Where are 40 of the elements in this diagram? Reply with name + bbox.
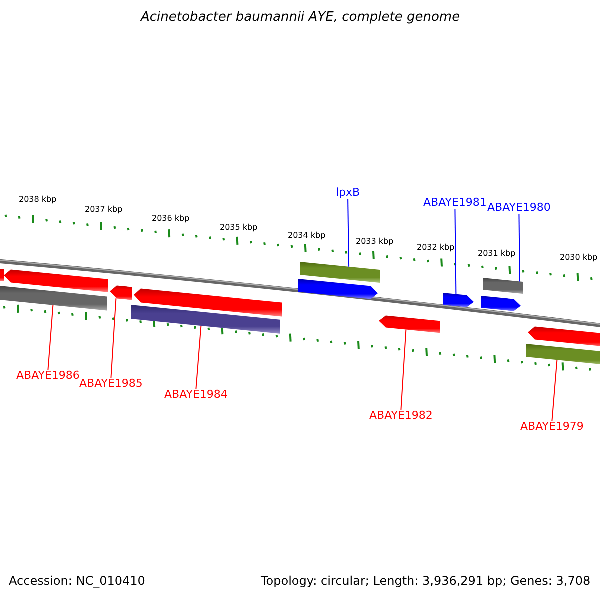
gene-label: ABAYE1982 [370, 410, 433, 422]
scale-label: 2037 kbp [85, 206, 123, 214]
gene-feature [481, 296, 521, 312]
leader-line [400, 329, 407, 410]
leader-line [454, 208, 457, 295]
gene-label: ABAYE1985 [80, 378, 143, 390]
gene-label: lpxB [336, 187, 360, 200]
scale-label: 2035 kbp [220, 224, 258, 232]
accession-text: Accession: NC_010410 [9, 574, 146, 588]
gene-label: ABAYE1981 [424, 197, 487, 210]
gene-label: ABAYE1980 [488, 202, 551, 214]
leader-line [110, 298, 117, 378]
gene-bar [526, 344, 600, 366]
leader-line [552, 360, 558, 422]
genome-info-text: Topology: circular; Length: 3,936,291 bp; Genes: 3,708 [261, 574, 591, 588]
gene-bar [0, 286, 107, 311]
gene-feature [110, 286, 132, 300]
gene-label: ABAYE1986 [16, 370, 80, 382]
leader-line [518, 214, 520, 282]
gene-bar [131, 305, 280, 334]
gene-feature [379, 316, 440, 334]
scale-label: 2034 kbp [288, 232, 326, 240]
gene-label: ABAYE1984 [164, 389, 228, 402]
gene-feature [298, 279, 378, 300]
gene-label: ABAYE1979 [520, 421, 584, 434]
gene-bar [483, 278, 523, 294]
scale-label: 2032 kbp [417, 244, 455, 252]
gene-feature [4, 270, 108, 292]
gene-feature [443, 293, 474, 308]
scale-label: 2036 kbp [152, 214, 190, 224]
leader-line [348, 198, 350, 268]
scale-label: 2030 kbp [560, 254, 598, 262]
gene-feature [528, 326, 600, 348]
title: Acinetobacter baumannii AYE, complete genome [141, 11, 460, 26]
scale-label: 2033 kbp [356, 238, 394, 246]
gene-bar [300, 262, 380, 283]
scale-label: 2031 kbp [478, 250, 516, 258]
scale-label: 2038 kbp [19, 196, 57, 204]
leader-line [196, 326, 202, 390]
gene-feature [134, 288, 282, 317]
